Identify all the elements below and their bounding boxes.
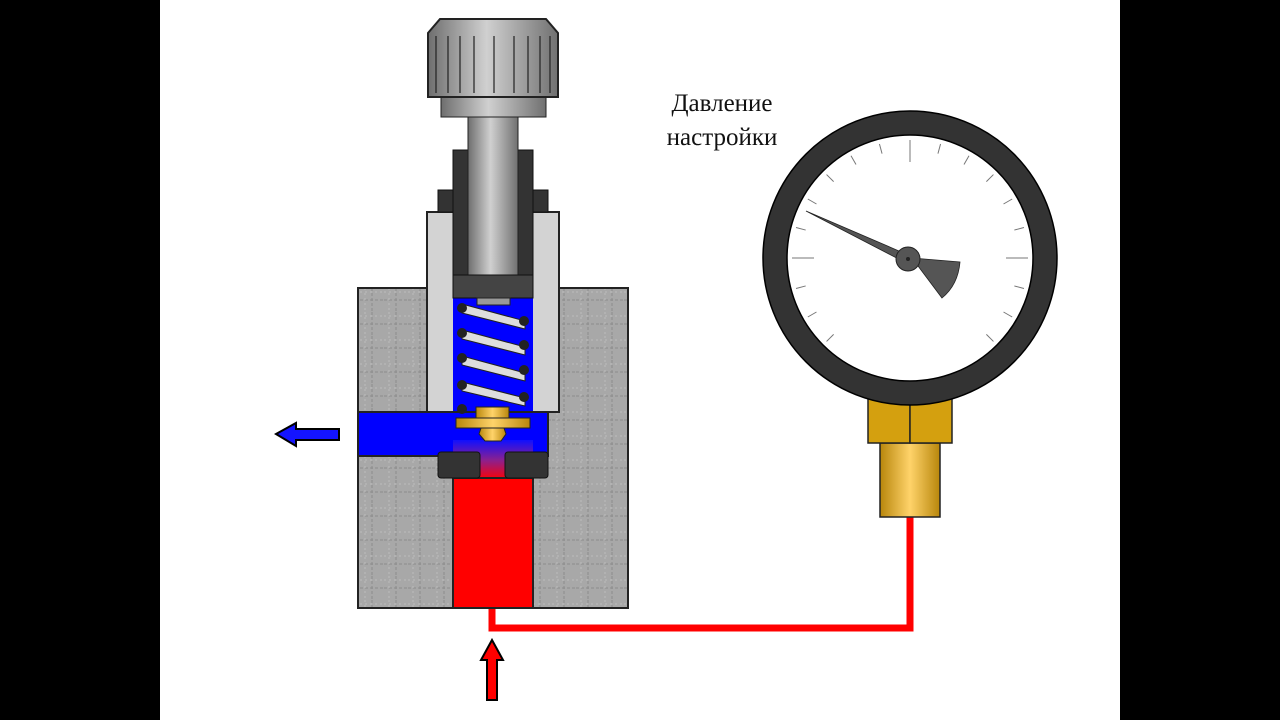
arrow-left-icon xyxy=(273,421,340,448)
gauge-tick xyxy=(795,285,806,290)
gauge-tick xyxy=(795,226,806,231)
gauge-tick xyxy=(1014,226,1025,231)
pressure-gauge xyxy=(762,110,1058,518)
gauge-tick xyxy=(807,311,817,318)
gauge-tick xyxy=(826,174,834,182)
gauge-fitting xyxy=(879,442,941,518)
gauge-tick xyxy=(1003,198,1013,205)
gauge-tick xyxy=(807,198,817,205)
gauge-tick xyxy=(878,143,883,154)
gauge-tick xyxy=(1003,311,1013,318)
valve-seat-right xyxy=(504,451,549,479)
adjusting-screw[interactable] xyxy=(427,18,559,306)
gauge-tick xyxy=(986,334,994,342)
gauge-caption-line2: настройки xyxy=(667,124,778,151)
gauge-tick xyxy=(850,155,857,165)
gauge-tick xyxy=(986,174,994,182)
gauge-tick xyxy=(826,334,834,342)
spring-plate xyxy=(452,274,534,299)
gauge-tick xyxy=(1014,285,1025,290)
arrow-up-icon xyxy=(479,637,505,701)
pressure-line xyxy=(488,517,914,632)
gauge-tick xyxy=(963,155,970,165)
valve-seat-left xyxy=(437,451,481,479)
stem xyxy=(467,116,519,276)
spring xyxy=(457,303,529,414)
poppet xyxy=(455,406,531,442)
inlet-channel xyxy=(452,477,534,609)
gauge-tick xyxy=(937,143,942,154)
gauge-caption-line1: Давление xyxy=(671,90,772,117)
